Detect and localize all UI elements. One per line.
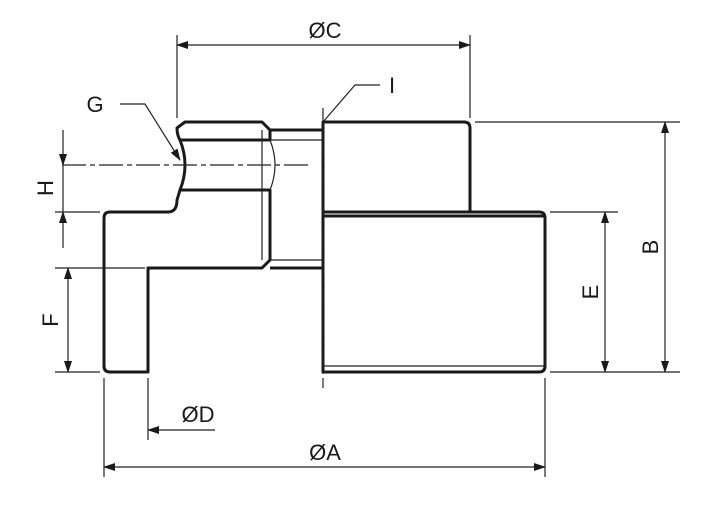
- label-e: E: [578, 285, 603, 300]
- section-left-half: [102, 120, 323, 374]
- extension-lines: [55, 35, 680, 477]
- leader-g: [120, 103, 181, 161]
- leader-i: [322, 84, 380, 123]
- label-h: H: [33, 180, 58, 196]
- label-f: F: [38, 313, 63, 326]
- label-dia-c: ØC: [309, 18, 342, 43]
- label-dia-a: ØA: [309, 440, 341, 465]
- label-g: G: [86, 92, 103, 117]
- exterior-right-half: [321, 120, 547, 374]
- label-dia-d: ØD: [182, 402, 215, 427]
- label-i: I: [389, 73, 395, 98]
- label-b: B: [638, 240, 663, 255]
